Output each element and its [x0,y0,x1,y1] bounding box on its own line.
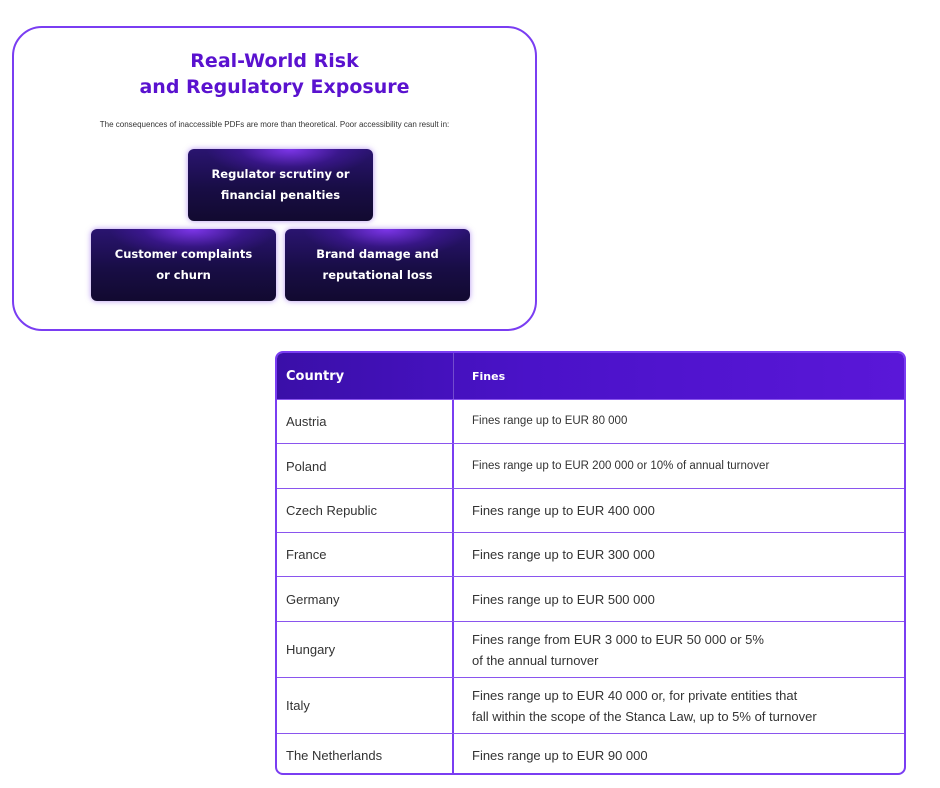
table-row: Hungary Fines range from EUR 3 000 to EU… [277,621,904,677]
table-row: Austria Fines range up to EUR 80 000 [277,399,904,443]
risk-box-label: Customer complaints [114,247,253,261]
fines-cell-line: Fines range up to EUR 40 000 or, for pri… [472,687,798,703]
risk-box-label: Regulator scrutiny or [211,167,350,181]
risk-box-label: reputational loss [322,268,433,282]
fines-table: Country Fines Austria Fines range up to … [275,351,906,775]
fines-cell: Fines range up to EUR 80 000 [472,415,628,427]
risk-intro-text: The consequences of inaccessible PDFs ar… [99,120,450,129]
table-row: Poland Fines range up to EUR 200 000 or … [277,443,904,488]
fines-cell-line: of the annual turnover [472,652,599,668]
risk-box-regulator: Regulator scrutiny or financial penaltie… [188,149,373,221]
fines-cell-line: Fines range from EUR 3 000 to EUR 50 000… [472,631,764,647]
table-row: Czech Republic Fines range up to EUR 400… [277,488,904,532]
fines-cell: Fines range up to EUR 400 000 [472,503,655,518]
country-cell: Italy [277,678,454,733]
risk-box-label: financial penalties [220,188,341,202]
fines-cell: Fines range up to EUR 90 000 [472,748,648,763]
column-header-country: Country [277,353,454,399]
fines-cell: Fines range up to EUR 200 000 or 10% of … [472,459,770,472]
country-cell: Hungary [277,622,454,677]
country-cell: France [277,533,454,576]
risk-box-label: Brand damage and [316,247,439,261]
risk-box-customer: Customer complaints or churn [91,229,276,301]
risk-box-brand: Brand damage and reputational loss [285,229,470,301]
column-header-fines: Fines [472,369,506,383]
fines-cell: Fines range up to EUR 300 000 [472,547,655,562]
risk-exposure-card: Real-World Risk and Regulatory Exposure … [12,26,537,331]
table-row: The Netherlands Fines range up to EUR 90… [277,733,904,773]
table-row: France Fines range up to EUR 300 000 [277,532,904,576]
fines-cell: Fines range up to EUR 500 000 [472,591,655,607]
risk-title-line1: Real-World Risk [190,50,359,72]
country-cell: The Netherlands [277,734,454,773]
table-header-row: Country Fines [277,353,904,399]
fines-cell: Fines range from EUR 3 000 to EUR 50 000… [454,622,904,677]
fines-cell: Fines range up to EUR 40 000 or, for pri… [454,678,904,733]
table-row: Italy Fines range up to EUR 40 000 or, f… [277,677,904,733]
country-cell: Germany [277,577,454,621]
fines-cell-line: fall within the scope of the Stanca Law,… [472,708,817,724]
risk-title: Real-World Risk and Regulatory Exposure [14,48,535,100]
table-row: Germany Fines range up to EUR 500 000 [277,576,904,621]
risk-box-label: or churn [156,268,211,282]
country-cell: Poland [277,444,454,488]
country-cell: Austria [277,400,454,443]
country-cell: Czech Republic [277,489,454,532]
risk-title-line2: and Regulatory Exposure [139,76,410,98]
